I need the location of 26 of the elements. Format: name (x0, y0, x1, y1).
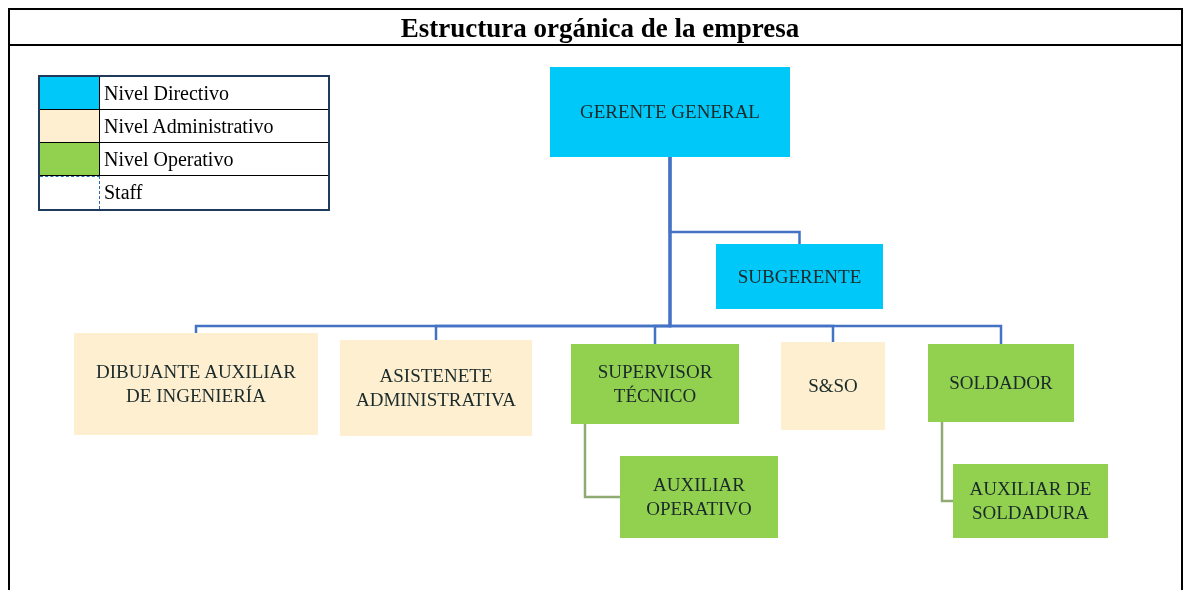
box-label: SUBGERENTE (737, 264, 862, 289)
box-label: DIBUJANTE AUXILIAR DE INGENIERÍA (95, 360, 297, 408)
org-box (620, 456, 778, 538)
org-box (74, 333, 318, 435)
box-label: AUXILIAR DE SOLDADURA (968, 477, 1093, 525)
box-label: SUPERVISOR TÉCNICO (596, 360, 714, 408)
box-label: S&SO (808, 374, 858, 398)
box-label: SOLDADOR (949, 371, 1053, 395)
org-box (571, 344, 739, 424)
org-box (340, 340, 532, 436)
legend-label: Staff (103, 180, 143, 205)
box-label: GERENTE GENERAL (580, 100, 760, 124)
connector-line (940, 422, 953, 503)
connector-line (583, 424, 620, 499)
org-box (781, 342, 885, 430)
legend-label: Nivel Operativo (103, 147, 234, 173)
box-label: ASISTENETE ADMINISTRATIVA (354, 364, 518, 412)
org-box (953, 464, 1108, 538)
connector-line (668, 157, 1003, 344)
org-box (716, 244, 883, 309)
legend-label: Nivel Administrativo (103, 114, 274, 139)
org-box (550, 67, 790, 157)
org-box (928, 344, 1074, 422)
box-label: AUXILIAR OPERATIVO (645, 473, 753, 521)
title: Estructura orgánica de la empresa (399, 12, 801, 44)
legend-label: Nivel Directivo (103, 81, 229, 106)
